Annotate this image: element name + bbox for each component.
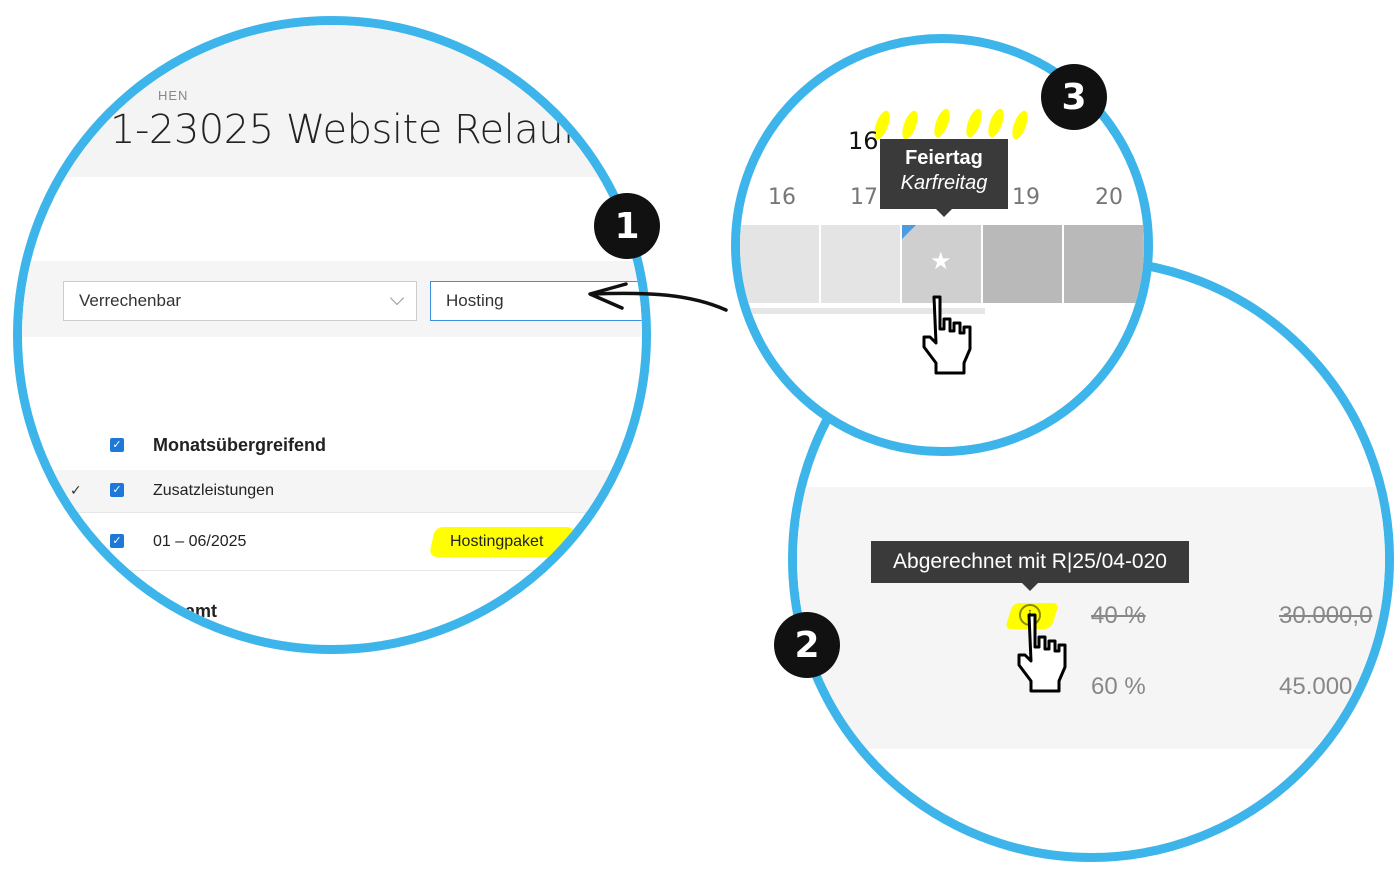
checkbox-monatsuebergreifend[interactable]: ✓ bbox=[110, 438, 124, 452]
breadcrumb: HEN bbox=[158, 88, 189, 103]
checkbox-zusatzleistungen[interactable]: ✓ bbox=[110, 483, 124, 497]
chevron-down-icon bbox=[389, 290, 405, 306]
invoice-amount-2: 45.000 bbox=[1279, 673, 1353, 700]
page-header bbox=[22, 25, 642, 177]
day-cell-17[interactable] bbox=[821, 225, 900, 303]
hand-pointer-icon bbox=[1017, 613, 1067, 693]
holiday-tooltip-title: Feiertag bbox=[905, 147, 983, 169]
day-cell-18[interactable]: ★ bbox=[902, 225, 981, 303]
badge-1: 1 bbox=[594, 193, 660, 259]
row-label-period: 01 – 06/2025 bbox=[153, 533, 247, 550]
chevron-icon[interactable]: ✓ bbox=[70, 482, 82, 498]
day-19: 19 bbox=[1012, 185, 1040, 210]
row-zusatzleistungen bbox=[22, 470, 642, 513]
header-day: 16 bbox=[848, 127, 879, 155]
day-17: 17 bbox=[850, 185, 878, 210]
invoice-panel bbox=[797, 487, 1385, 749]
holiday-highlight-marks bbox=[874, 108, 1028, 140]
arrow-icon bbox=[588, 282, 728, 312]
hosting-tag: Hostingpaket bbox=[450, 533, 544, 550]
check-icon: ✓ bbox=[112, 534, 122, 547]
badge-2: 2 bbox=[774, 612, 840, 678]
day-cell-20[interactable] bbox=[1064, 225, 1144, 303]
category-input-value: Hosting bbox=[446, 291, 504, 310]
zoom-circle-3: 16 16 17 19 20 Feiertag Karfreitag ★ bbox=[731, 34, 1153, 456]
invoice-tooltip-text: Abgerechnet mit R|25/04-020 bbox=[893, 550, 1167, 573]
invoice-percent-1: 40 % bbox=[1091, 602, 1146, 629]
row-divider bbox=[22, 570, 642, 571]
holiday-tooltip-subtitle: Karfreitag bbox=[900, 172, 988, 194]
holiday-corner-marker bbox=[902, 225, 916, 239]
invoice-amount-1: 30.000,0 bbox=[1279, 602, 1373, 629]
billing-select-value: Verrechenbar bbox=[79, 291, 182, 310]
day-16: 16 bbox=[768, 185, 796, 210]
checkbox-period[interactable]: ✓ bbox=[110, 534, 124, 548]
row-label-zusatzleistungen: Zusatzleistungen bbox=[153, 482, 274, 499]
hand-pointer-icon bbox=[922, 295, 972, 375]
calendar-row: ★ bbox=[740, 225, 1144, 303]
star-icon: ★ bbox=[930, 247, 952, 275]
day-20: 20 bbox=[1095, 185, 1123, 210]
total-label: amt bbox=[185, 601, 218, 621]
invoice-percent-2: 60 % bbox=[1091, 673, 1146, 700]
check-icon: ✓ bbox=[112, 483, 122, 496]
holiday-tooltip: Feiertag Karfreitag bbox=[880, 139, 1008, 217]
check-icon: ✓ bbox=[112, 438, 122, 451]
invoice-tooltip: Abgerechnet mit R|25/04-020 bbox=[871, 541, 1189, 591]
page-title: 1-23025 Website Relaunch bbox=[110, 107, 635, 153]
day-cell-16[interactable] bbox=[740, 225, 819, 303]
calendar-scrollbar[interactable] bbox=[740, 308, 985, 314]
row-label-monatsuebergreifend: Monatsübergreifend bbox=[153, 435, 327, 455]
day-cell-19[interactable] bbox=[983, 225, 1062, 303]
zoom-circle-1: HEN 1-23025 Website Relaunch Verrechenba… bbox=[13, 16, 651, 654]
billing-select[interactable]: Verrechenbar bbox=[63, 281, 417, 321]
badge-3: 3 bbox=[1041, 64, 1107, 130]
